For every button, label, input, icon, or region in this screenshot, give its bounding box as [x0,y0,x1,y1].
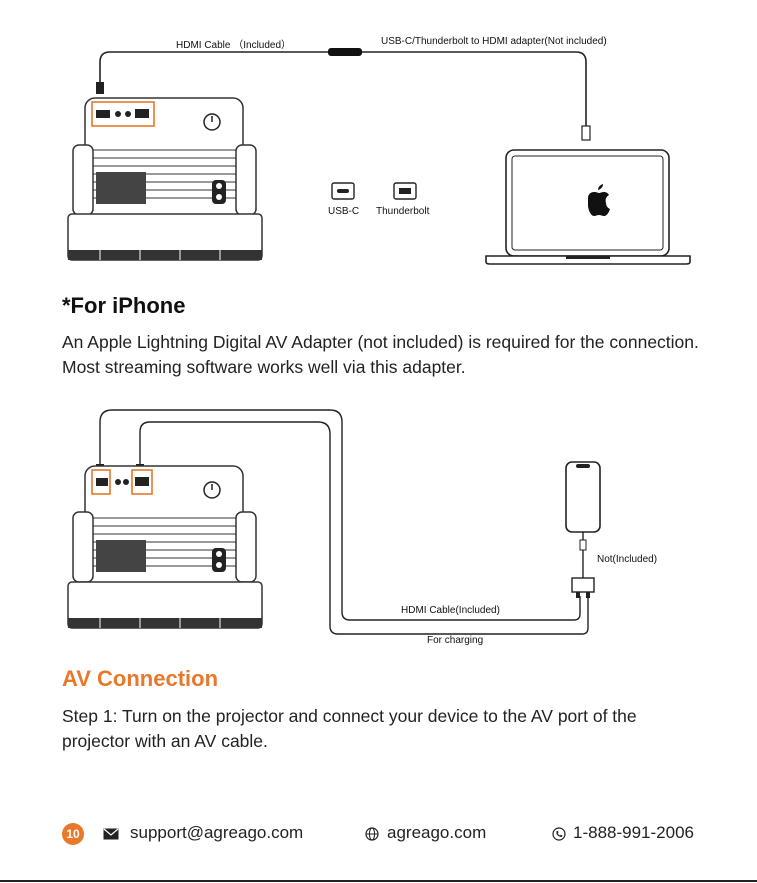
hdmi-cable-label-2: HDMI Cable(Included) [401,605,500,616]
bottom-divider [0,880,757,882]
usbc-label: USB-C [328,206,360,217]
support-email[interactable]: support@agreago.com [130,823,304,842]
diagram-iphone-connection: Not(Included) HDMI Cable(Included) For c… [0,400,757,650]
adapter-label: USB-C/Thunderbolt to HDMI adapter(Not in… [381,36,607,47]
projector-1 [67,97,263,261]
mail-icon [103,828,119,840]
projector-2 [67,465,263,629]
iphone-heading: *For iPhone [62,293,186,318]
website-link[interactable]: agreago.com [387,823,487,842]
phone-number[interactable]: 1-888-991-2006 [573,823,694,842]
iphone [565,461,601,598]
charging-label: For charging [427,635,484,646]
laptop-connection-drawing [67,48,691,265]
globe-icon [365,827,379,841]
phone-icon [552,827,566,841]
laptop [485,149,691,265]
page-number: 10 [62,823,84,845]
av-step1-paragraph: Step 1: Turn on the projector and connec… [62,706,637,751]
iphone-connection-drawing [67,409,601,635]
thunderbolt-label: Thunderbolt [376,206,430,217]
av-connection-heading: AV Connection [62,666,219,691]
hdmi-cable-label: HDMI Cable （Included） [176,40,292,51]
diagram-laptop-connection: HDMI Cable （Included） USB-C/Thunderbolt … [0,0,757,280]
not-included-label: Not(Included) [597,554,658,565]
iphone-paragraph: An Apple Lightning Digital AV Adapter (n… [62,332,699,377]
